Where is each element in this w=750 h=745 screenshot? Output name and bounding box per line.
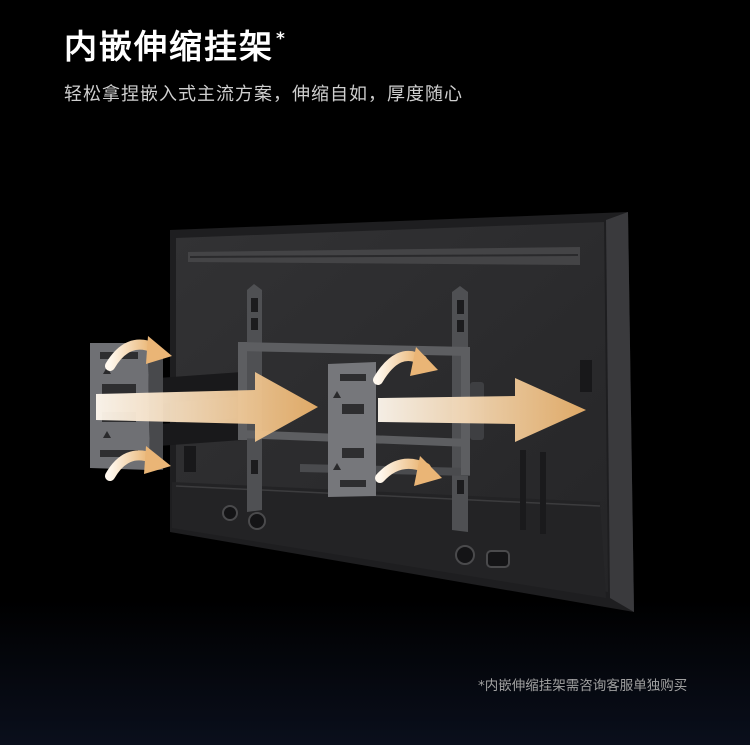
rail-left-hole-1: [251, 298, 258, 312]
plate-left-slot-2: [102, 384, 136, 394]
plate-center-slot-3: [342, 448, 364, 458]
plate-center-up-arrow-icon: [333, 391, 341, 398]
bracket-arm-lower: [158, 418, 242, 446]
port-slot: [486, 550, 510, 568]
rotate-arrow-center-top-head: [410, 347, 438, 376]
tv-vent-line: [189, 254, 579, 258]
tv-bezel-edge: [606, 212, 634, 612]
plate-center-slot-2: [342, 404, 364, 414]
subtitle: 轻松拿捏嵌入式主流方案，伸缩自如，厚度随心: [64, 84, 463, 105]
title-text: 内嵌伸缩挂架: [64, 27, 274, 66]
plate-center-slot-1: [340, 374, 366, 381]
mount-hole-3: [455, 545, 475, 565]
rail-left-hole-2: [251, 318, 258, 330]
plate-left-slot-4: [100, 450, 138, 457]
rail-right-hole-1: [457, 300, 464, 314]
rotate-arrow-left-top-head: [146, 336, 172, 364]
tv-side-slot-left: [184, 446, 196, 472]
mount-hole-1: [222, 505, 238, 521]
page-title: 内嵌伸缩挂架*: [64, 24, 285, 70]
extend-arrow-right-icon: [378, 378, 586, 442]
tv-lower-housing: [172, 482, 606, 598]
title-footnote-mark: *: [276, 29, 285, 49]
rail-left-hole-3: [251, 460, 258, 474]
wall-plate-center: [328, 362, 376, 497]
rail-right-hole-3: [457, 480, 464, 494]
rail-right-hole-2: [457, 320, 464, 332]
rotate-arrow-left-bottom-head: [144, 446, 171, 474]
tv-housing-seam: [175, 485, 601, 507]
tv-side-slot-right: [580, 360, 592, 392]
plate-center-slot-4: [340, 480, 366, 487]
extend-arrow-left-icon: [96, 372, 318, 442]
mount-hole-2: [248, 512, 266, 530]
floor-shadow: [0, 600, 750, 745]
plate-center-up-arrow-icon: [333, 463, 341, 470]
plate-left-up-arrow-icon: [103, 431, 111, 438]
footnote: *内嵌伸缩挂架需咨询客服单独购买: [478, 678, 688, 694]
rotate-arrow-center-bottom-head: [414, 456, 442, 486]
plate-left-up-arrow-icon: [103, 367, 111, 374]
tv-stand-slot-1: [520, 450, 526, 530]
tv-stand-slot-2: [540, 452, 546, 534]
